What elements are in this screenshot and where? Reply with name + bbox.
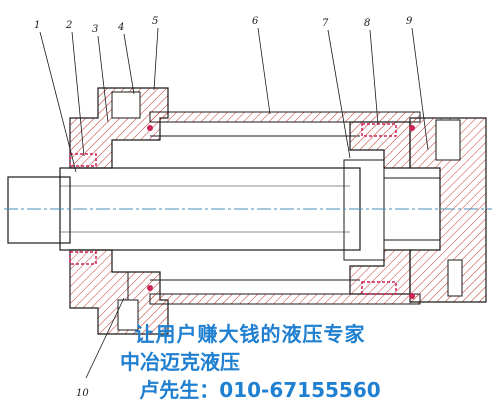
leader-lines	[39, 27, 429, 379]
callout-2: 2	[65, 20, 72, 31]
callout-5: 5	[152, 16, 158, 27]
seal-rod-top	[69, 153, 97, 167]
callout-3: 3	[92, 24, 98, 35]
piston	[343, 121, 440, 295]
ad-slogan: 让用户赚大钱的液压专家	[134, 322, 366, 346]
oring-bottom	[147, 285, 153, 291]
ad-contact-phone: 卢先生：010-67155560	[139, 378, 381, 402]
seal-rod-bottom	[69, 251, 97, 265]
oring-rear-bottom	[409, 293, 415, 299]
cylinder-barrel	[149, 111, 421, 305]
seal-piston-top	[361, 123, 397, 137]
callout-1: 1	[34, 20, 40, 31]
callout-8: 8	[364, 18, 370, 29]
seal-piston-bottom	[361, 281, 397, 295]
callout-7: 7	[322, 18, 329, 29]
rear-end-cap	[409, 117, 487, 303]
oring-rear-top	[409, 125, 415, 131]
seals	[69, 123, 415, 299]
callout-4: 4	[117, 22, 124, 33]
callout-6: 6	[252, 16, 259, 27]
ad-company-name: 中冶迈克液压	[120, 350, 240, 374]
callout-10: 10	[76, 388, 89, 399]
oring-top	[147, 125, 153, 131]
callout-9: 9	[406, 16, 413, 27]
front-gland	[69, 87, 169, 335]
